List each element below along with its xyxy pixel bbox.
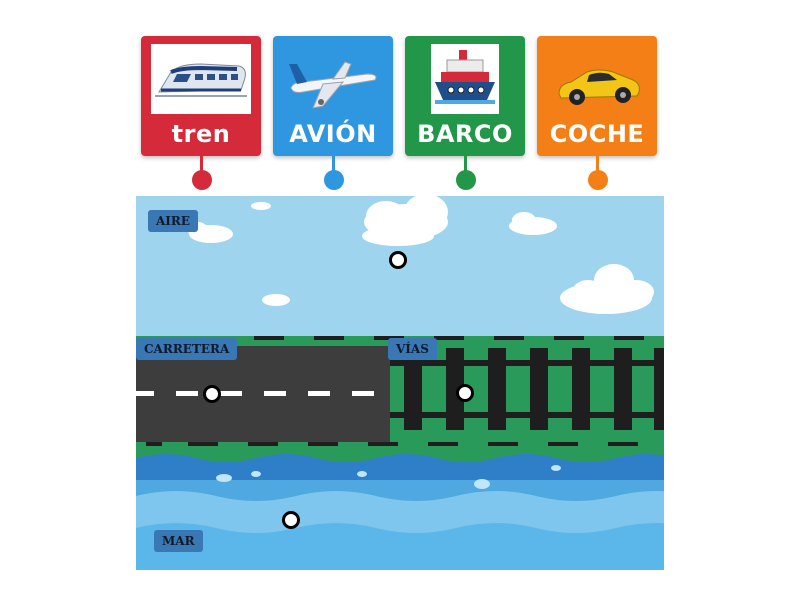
- zone-label-sea: MAR: [154, 530, 203, 552]
- card-tren[interactable]: tren: [141, 36, 261, 156]
- train-icon: [151, 44, 251, 114]
- drop-target-sea[interactable]: [282, 511, 300, 529]
- zone-label-tracks: VÍAS: [388, 338, 437, 360]
- ship-icon: [431, 44, 499, 114]
- pin-coche[interactable]: [588, 170, 608, 190]
- card-label: tren: [171, 120, 231, 148]
- scene-background: [136, 196, 664, 570]
- card-label: BARCO: [417, 120, 513, 148]
- drop-target-road[interactable]: [203, 385, 221, 403]
- drop-target-air[interactable]: [389, 251, 407, 269]
- card-barco[interactable]: BARCO: [405, 36, 525, 156]
- card-coche[interactable]: COCHE: [537, 36, 657, 156]
- pin-barco[interactable]: [456, 170, 476, 190]
- pin-avion[interactable]: [324, 170, 344, 190]
- scene: AIRE CARRETERA VÍAS MAR: [136, 196, 664, 570]
- zone-label-road: CARRETERA: [136, 338, 238, 360]
- card-label: AVIÓN: [289, 120, 377, 148]
- pin-line-tren: [200, 156, 203, 178]
- airplane-icon: [283, 44, 383, 114]
- pin-line-coche: [596, 156, 599, 178]
- card-avion[interactable]: AVIÓN: [273, 36, 393, 156]
- pin-line-avion: [332, 156, 335, 178]
- car-icon: [547, 44, 647, 114]
- pin-tren[interactable]: [192, 170, 212, 190]
- pin-line-barco: [464, 156, 467, 178]
- zone-label-air: AIRE: [148, 210, 199, 232]
- card-label: COCHE: [549, 120, 645, 148]
- drop-target-tracks[interactable]: [456, 384, 474, 402]
